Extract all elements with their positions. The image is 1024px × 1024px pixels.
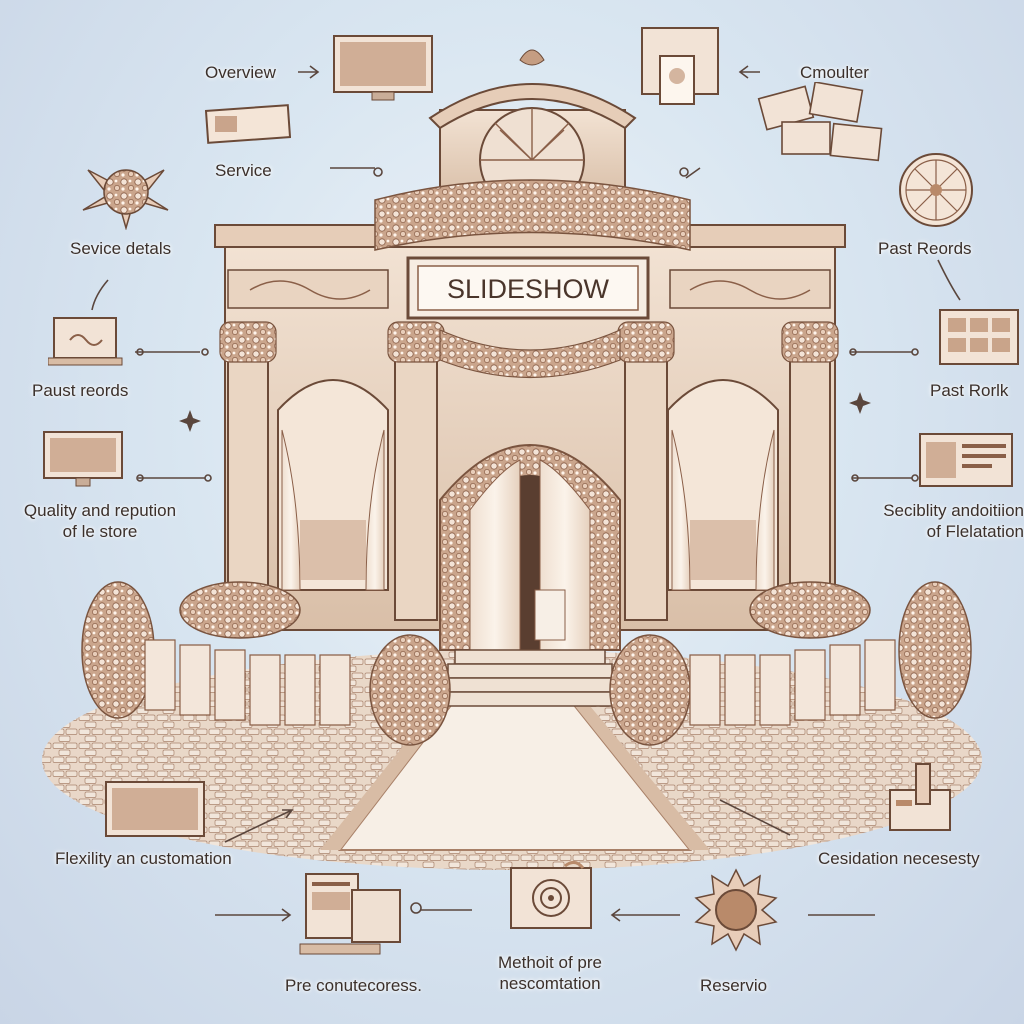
label-method-line1: Methoit of pre [498, 953, 602, 972]
label-pre: Pre conutecoress. [285, 976, 423, 995]
label-flexibility: Flexility an customation [55, 849, 232, 868]
sign-text: SLIDESHOW [447, 274, 610, 304]
label-consideration: Cesidation necesesty [818, 849, 980, 868]
monitor-icon [333, 35, 433, 101]
label-quality-line2: of le store [62, 522, 138, 542]
ticket-icon [205, 104, 291, 144]
label-cmoulter: Cmoulter [800, 63, 869, 82]
label-service: Service [215, 161, 272, 180]
label-method-line2: nescomtation [499, 974, 601, 994]
label-seciblity-line2: of Flelatation [926, 522, 1024, 542]
card-stand-icon [889, 763, 951, 831]
label-seciblity-line1: Seciblity andoitiion [883, 501, 1024, 520]
label-overview: Overview [205, 63, 276, 82]
target-card-icon [510, 861, 592, 929]
label-seciblity: Seciblity andoitiion of Flelatation [852, 500, 1024, 543]
stacked-cards-icon [757, 82, 883, 162]
gallery-monitor-icon [939, 309, 1019, 365]
label-method: Methoit of pre nescomtation [465, 952, 635, 995]
label-paust-reords: Paust reords [32, 381, 129, 400]
browser-window-icon [919, 433, 1013, 487]
sun-seal-icon [694, 868, 778, 952]
laptop-icon [48, 317, 123, 366]
wheel-icon [899, 153, 973, 227]
flower-icon [82, 169, 169, 230]
computer-setup-icon [299, 873, 401, 955]
tv-gallery-icon [105, 781, 205, 837]
label-quality: Quality and repution of le store [0, 500, 200, 543]
label-quality-line1: Quality and repution [23, 501, 177, 520]
label-past-reords: Past Reords [878, 239, 972, 258]
photo-frames-icon [641, 27, 719, 105]
label-service-details: Sevice detals [70, 239, 172, 258]
label-past-rorlk: Past Rorlk [930, 381, 1009, 400]
display-icon [43, 431, 123, 487]
label-reservio: Reservio [700, 976, 768, 995]
